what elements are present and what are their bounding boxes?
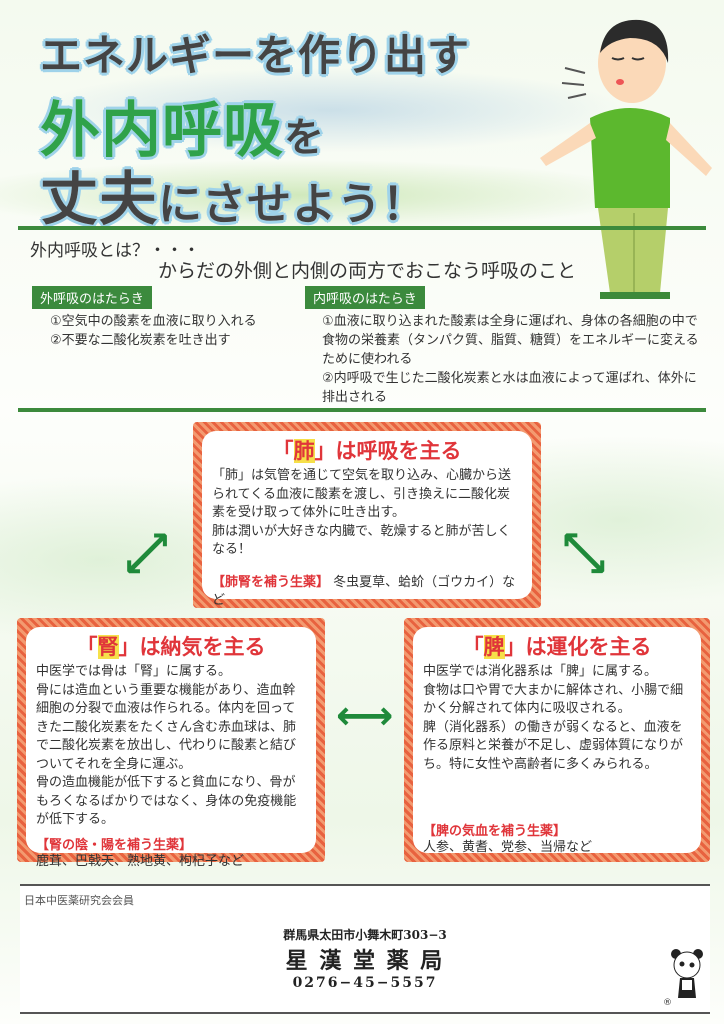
member-text: 日本中医薬研究会会員 <box>24 894 134 907</box>
shop-stamp: 群馬県太田市小舞木町303−3 星 漢 堂 薬 局 0276−45−5557 <box>20 926 710 991</box>
registered-mark: ® <box>663 998 672 1008</box>
footer: 日本中医薬研究会会員 群馬県太田市小舞木町303−3 星 漢 堂 薬 局 027… <box>20 884 710 1014</box>
divider <box>18 226 706 230</box>
title-tail: を <box>284 115 325 161</box>
shop-name: 星 漢 堂 薬 局 <box>285 948 445 974</box>
lung-heading: 「肺」は呼吸を主る <box>272 439 462 463</box>
kidney-herb-label: 【腎の陰・陽を補う生薬】 <box>36 837 193 853</box>
list-item: ①血液に取り込まれた酸素は全身に運ばれ、身体の各細胞の中で食物の栄養素（タンパク… <box>322 314 699 367</box>
shop-address: 群馬県太田市小舞木町303−3 <box>283 928 447 942</box>
shop-phone: 0276−45−5557 <box>292 975 438 991</box>
intro-question: 外内呼吸とは？・・・ <box>30 241 200 261</box>
list-item: ②内呼吸で生じた二酸化炭素と水は血液によって運ばれ、体外に排出される <box>322 371 697 405</box>
double-arrow-icon: ⟷ <box>336 693 394 739</box>
inner-respiration-label: 内呼吸のはたらき <box>305 286 425 309</box>
outer-respiration-list: ①空気中の酸素を血液に取り入れる ②不要な二酸化炭素を吐き出す <box>50 312 290 350</box>
kidney-heading: 「腎」は納気を主る <box>76 635 266 659</box>
list-item: ①空気中の酸素を血液に取り入れる <box>50 314 257 329</box>
title-line-2: 外内呼吸を <box>40 82 325 169</box>
spleen-heading: 「脾」は運化を主る <box>462 635 652 659</box>
lung-box: 「肺」は呼吸を主る 「肺」は気管を通じて空気を取り込み、心臓から送られてくる血液… <box>193 422 541 608</box>
title-line-3: 丈夫にさせよう！ <box>40 152 427 236</box>
list-item: ②不要な二酸化炭素を吐き出す <box>50 333 231 348</box>
divider <box>18 408 706 412</box>
lung-text: 「肺」は気管を通じて空気を取り込み、心臓から送られてくる血液に酸素を渡し、引き換… <box>212 468 512 520</box>
title-strong: 丈夫 <box>40 165 159 233</box>
spleen-text-3: 脾（消化器系）の働きが弱くなると、血液を作る原料と栄養が不足し、虚弱体質になりが… <box>423 719 684 772</box>
spleen-herbs: 人参、黄耆、党参、当帰など <box>423 840 593 855</box>
kidney-box: 「腎」は納気を主る 中医学では骨は「腎」に属する。 骨には造血という重要な機能が… <box>17 618 325 869</box>
kidney-text-3: 骨の造血機能が低下すると貧血になり、骨がもろくなるばかりではなく、身体の免疫機能… <box>36 775 297 827</box>
panda-mascot-icon <box>671 949 703 998</box>
title-tail: にさせよう！ <box>158 179 428 230</box>
lung-text-2: 肺は潤いが大好きな内臓で、乾燥すると肺が苦しくなる！ <box>212 523 511 558</box>
title-line-1: エネルギーを作り出す <box>40 31 471 80</box>
spleen-box: 「脾」は運化を主る 中医学では消化器系は「脾」に属する。 食物は口や胃で大まかに… <box>404 618 710 862</box>
spleen-herb-label: 【脾の気血を補う生薬】 <box>423 824 567 839</box>
intro-answer: からだの外側と内側の両方でおこなう呼吸のこと <box>158 260 577 282</box>
title-highlight: 外内呼吸 <box>40 96 284 166</box>
lung-herbs: 【肺腎を補う生薬】 冬虫夏草、蛤蚧（ゴウカイ）など <box>212 574 516 609</box>
kidney-text: 中医学では骨は「腎」に属する。 <box>36 664 232 679</box>
kidney-herbs: 鹿茸、巴戟天、熟地黄、枸杞子など <box>36 853 245 869</box>
spleen-text: 中医学では消化器系は「脾」に属する。 <box>423 664 658 679</box>
inner-respiration-list: ①血液に取り込まれた酸素は全身に運ばれ、身体の各細胞の中で食物の栄養素（タンパク… <box>322 312 702 407</box>
outer-respiration-label: 外呼吸のはたらき <box>32 286 152 309</box>
kidney-text-2: 骨には造血という重要な機能があり、造血幹細胞の分裂で血液は作られる。体内を回って… <box>36 682 297 772</box>
spleen-text-2: 食物は口や胃で大まかに解体され、小腸で細かく分解されて体内に吸収される。 <box>423 682 684 717</box>
